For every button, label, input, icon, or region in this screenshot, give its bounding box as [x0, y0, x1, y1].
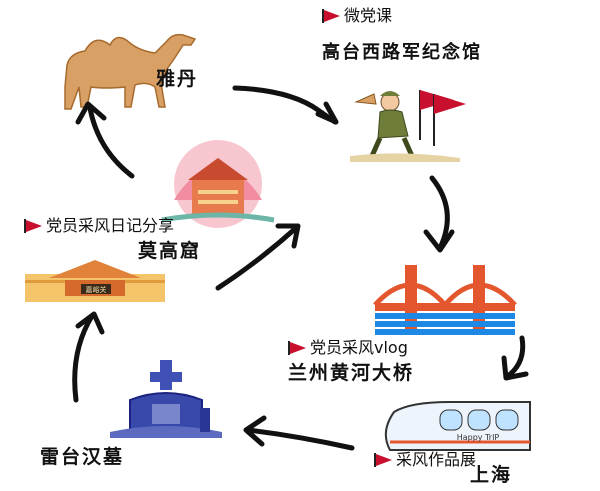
arrow-leitai-to-fortress: [72, 311, 105, 403]
node-lanzhou-tag-text: 党员采风vlog: [310, 338, 408, 357]
arrow-gaotai-to-lanzhou: [423, 175, 455, 253]
node-gaotai-tag-text: 微党课: [344, 6, 393, 25]
grotto-icon: [161, 140, 275, 228]
bridge-icon: [373, 265, 517, 335]
node-mogao-tag: 党员采风日记分享: [24, 218, 174, 234]
node-yadan-place: 雅丹: [156, 68, 199, 90]
train-caption: Happy TrIP: [457, 433, 500, 442]
arrow-shanghai-to-leitai: [243, 415, 355, 451]
node-gaotai-tag: 微党课: [322, 8, 392, 24]
red-flag-icon: [324, 10, 340, 22]
soldier-icon: [350, 90, 466, 162]
red-flag-icon: [26, 220, 42, 232]
node-lanzhou-place: 兰州黄河大桥: [288, 362, 415, 384]
arrow-mogao-to-yadan: [75, 101, 135, 179]
node-gaotai-place: 高台西路军纪念馆: [322, 42, 482, 63]
node-lanzhou-tag: 党员采风vlog: [288, 340, 408, 356]
node-shanghai-tag-text: 采风作品展: [396, 450, 477, 469]
arrow-fortress-to-mogao: [215, 223, 301, 291]
arrow-lanzhou-to-shanghai: [501, 335, 529, 381]
arrow-yadan-to-gaotai: [232, 85, 339, 125]
red-flag-icon: [376, 454, 392, 466]
camel-icon: [64, 33, 197, 110]
red-flag-icon: [290, 342, 306, 354]
node-mogao-tag-text: 党员采风日记分享: [46, 216, 175, 235]
node-leitai-place: 雷台汉墓: [40, 446, 125, 468]
tomb-icon: [110, 360, 222, 438]
fortress-plaque: 嘉峪关: [86, 285, 107, 294]
node-mogao-place: 莫高窟: [138, 240, 202, 262]
node-shanghai-tag: 采风作品展: [374, 452, 476, 468]
train-icon: Happy TrIP: [384, 401, 531, 451]
fortress-icon: 嘉峪关: [25, 260, 165, 302]
node-shanghai-place: 上海: [470, 464, 513, 486]
